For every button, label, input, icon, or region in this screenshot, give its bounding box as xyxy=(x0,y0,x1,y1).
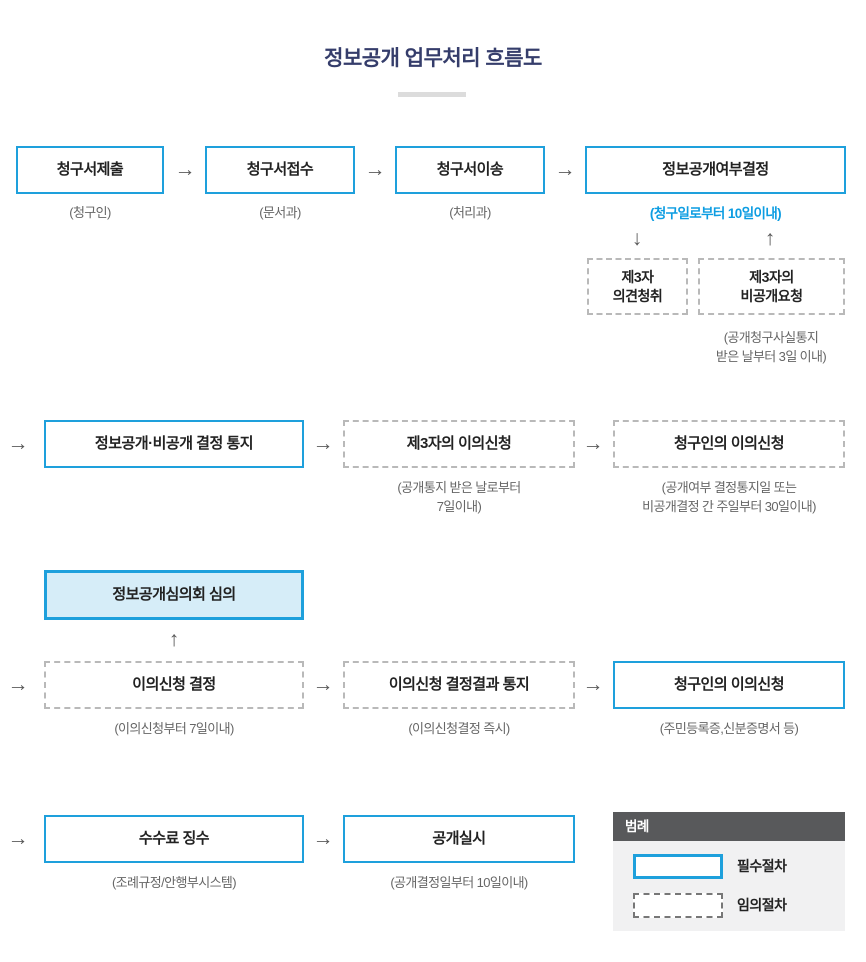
caption-line2: 7일이내) xyxy=(436,499,482,514)
arrow-right-icon: → xyxy=(7,673,29,696)
node-label: 청구서제출 xyxy=(56,161,124,179)
title-divider xyxy=(398,92,466,97)
node-label: 정보공개·비공개 결정 통지 xyxy=(94,435,254,453)
node-caption: (청구인) xyxy=(69,205,111,220)
node-label: 청구인의 이의신청 xyxy=(673,676,785,694)
arrow-up-icon: ↑ xyxy=(764,227,776,250)
node-decision-notice: 정보공개·비공개 결정 통지 xyxy=(44,420,304,468)
node-label: 청구서접수 xyxy=(246,161,314,179)
arrow-right-icon: → xyxy=(364,158,386,181)
caption-line1: (공개여부 결정통지일 또는 xyxy=(661,480,797,495)
node-objection-decision: 이의신청 결정 xyxy=(44,661,304,709)
node-caption: (처리과) xyxy=(449,205,491,220)
node-caption: (이의신청부터 7일이내) xyxy=(114,721,234,736)
node-review-committee: 정보공개심의회 심의 xyxy=(44,570,304,620)
legend-label-optional: 임의절차 xyxy=(737,897,787,913)
node-label-line2: 의견청취 xyxy=(612,287,663,304)
caption-line2: 비공개결정 간 주일부터 30일이내) xyxy=(642,499,816,514)
node-caption: (공개여부 결정통지일 또는 비공개결정 간 주일부터 30일이내) xyxy=(601,478,857,516)
node-label: 수수료 징수 xyxy=(138,830,210,848)
node-caption: (조례규정/안행부시스템) xyxy=(111,875,237,890)
node-caption: (주민등록증,신분증명서 등) xyxy=(659,721,799,736)
arrow-right-icon: → xyxy=(174,158,196,181)
node-disclosure-decision: 정보공개여부결정 xyxy=(585,146,846,194)
caption-line2: 받은 날부터 3일 이내) xyxy=(715,349,827,364)
caption-line1: (공개청구사실통지 xyxy=(723,330,819,345)
legend-label-required: 필수절차 xyxy=(737,858,787,874)
arrow-right-icon: → xyxy=(582,673,604,696)
page-title: 정보공개 업무처리 흐름도 xyxy=(324,47,542,70)
node-claim-transfer: 청구서이송 xyxy=(395,146,545,194)
node-label: 청구서이송 xyxy=(436,161,504,179)
node-claim-receive: 청구서접수 xyxy=(205,146,355,194)
legend-swatch-optional xyxy=(633,893,723,918)
node-caption: (공개통지 받은 날로부터 7일이내) xyxy=(343,478,575,516)
node-label: 이의신청 결정결과 통지 xyxy=(388,676,530,694)
node-third-party-nondisclosure-request: 제3자의 비공개요청 xyxy=(698,258,845,315)
node-caption-deadline: (청구일로부터 10일이내) xyxy=(649,206,782,221)
node-disclosure-execution: 공개실시 xyxy=(343,815,575,863)
legend: 범례 필수절차 임의절차 xyxy=(613,812,845,931)
arrow-down-icon: ↓ xyxy=(631,227,643,250)
node-label-line1: 제3자의 xyxy=(749,269,794,286)
node-label-line2: 비공개요청 xyxy=(740,287,803,304)
node-label: 제3자의 이의신청 xyxy=(406,435,512,453)
node-claimant-objection-filing: 청구인의 이의신청 xyxy=(613,661,845,709)
arrow-right-icon: → xyxy=(312,432,334,455)
legend-body: 필수절차 임의절차 xyxy=(613,841,845,931)
node-third-party-objection: 제3자의 이의신청 xyxy=(343,420,575,468)
legend-swatch-required xyxy=(633,854,723,879)
node-caption: (공개결정일부터 10일이내) xyxy=(390,875,528,890)
node-label-line1: 제3자 xyxy=(621,269,654,286)
node-claim-submit: 청구서제출 xyxy=(16,146,164,194)
node-label: 이의신청 결정 xyxy=(132,676,216,694)
arrow-right-icon: → xyxy=(312,827,334,850)
legend-title: 범례 xyxy=(613,812,845,841)
node-objection-result-notice: 이의신청 결정결과 통지 xyxy=(343,661,575,709)
node-fee-collection: 수수료 징수 xyxy=(44,815,304,863)
arrow-up-icon: ↑ xyxy=(168,628,180,651)
node-label: 청구인의 이의신청 xyxy=(673,435,785,453)
node-caption: (문서과) xyxy=(259,205,301,220)
arrow-right-icon: → xyxy=(312,673,334,696)
node-claimant-objection: 청구인의 이의신청 xyxy=(613,420,845,468)
arrow-right-icon: → xyxy=(554,158,576,181)
node-caption: (공개청구사실통지 받은 날부터 3일 이내) xyxy=(659,328,866,366)
arrow-right-icon: → xyxy=(7,827,29,850)
node-caption: (이의신청결정 즉시) xyxy=(408,721,510,736)
node-label: 정보공개여부결정 xyxy=(662,161,769,179)
node-label: 공개실시 xyxy=(432,830,486,848)
node-label: 정보공개심의회 심의 xyxy=(112,586,236,604)
node-third-party-opinion: 제3자 의견청취 xyxy=(587,258,688,315)
arrow-right-icon: → xyxy=(582,432,604,455)
arrow-right-icon: → xyxy=(7,432,29,455)
caption-line1: (공개통지 받은 날로부터 xyxy=(397,480,521,495)
